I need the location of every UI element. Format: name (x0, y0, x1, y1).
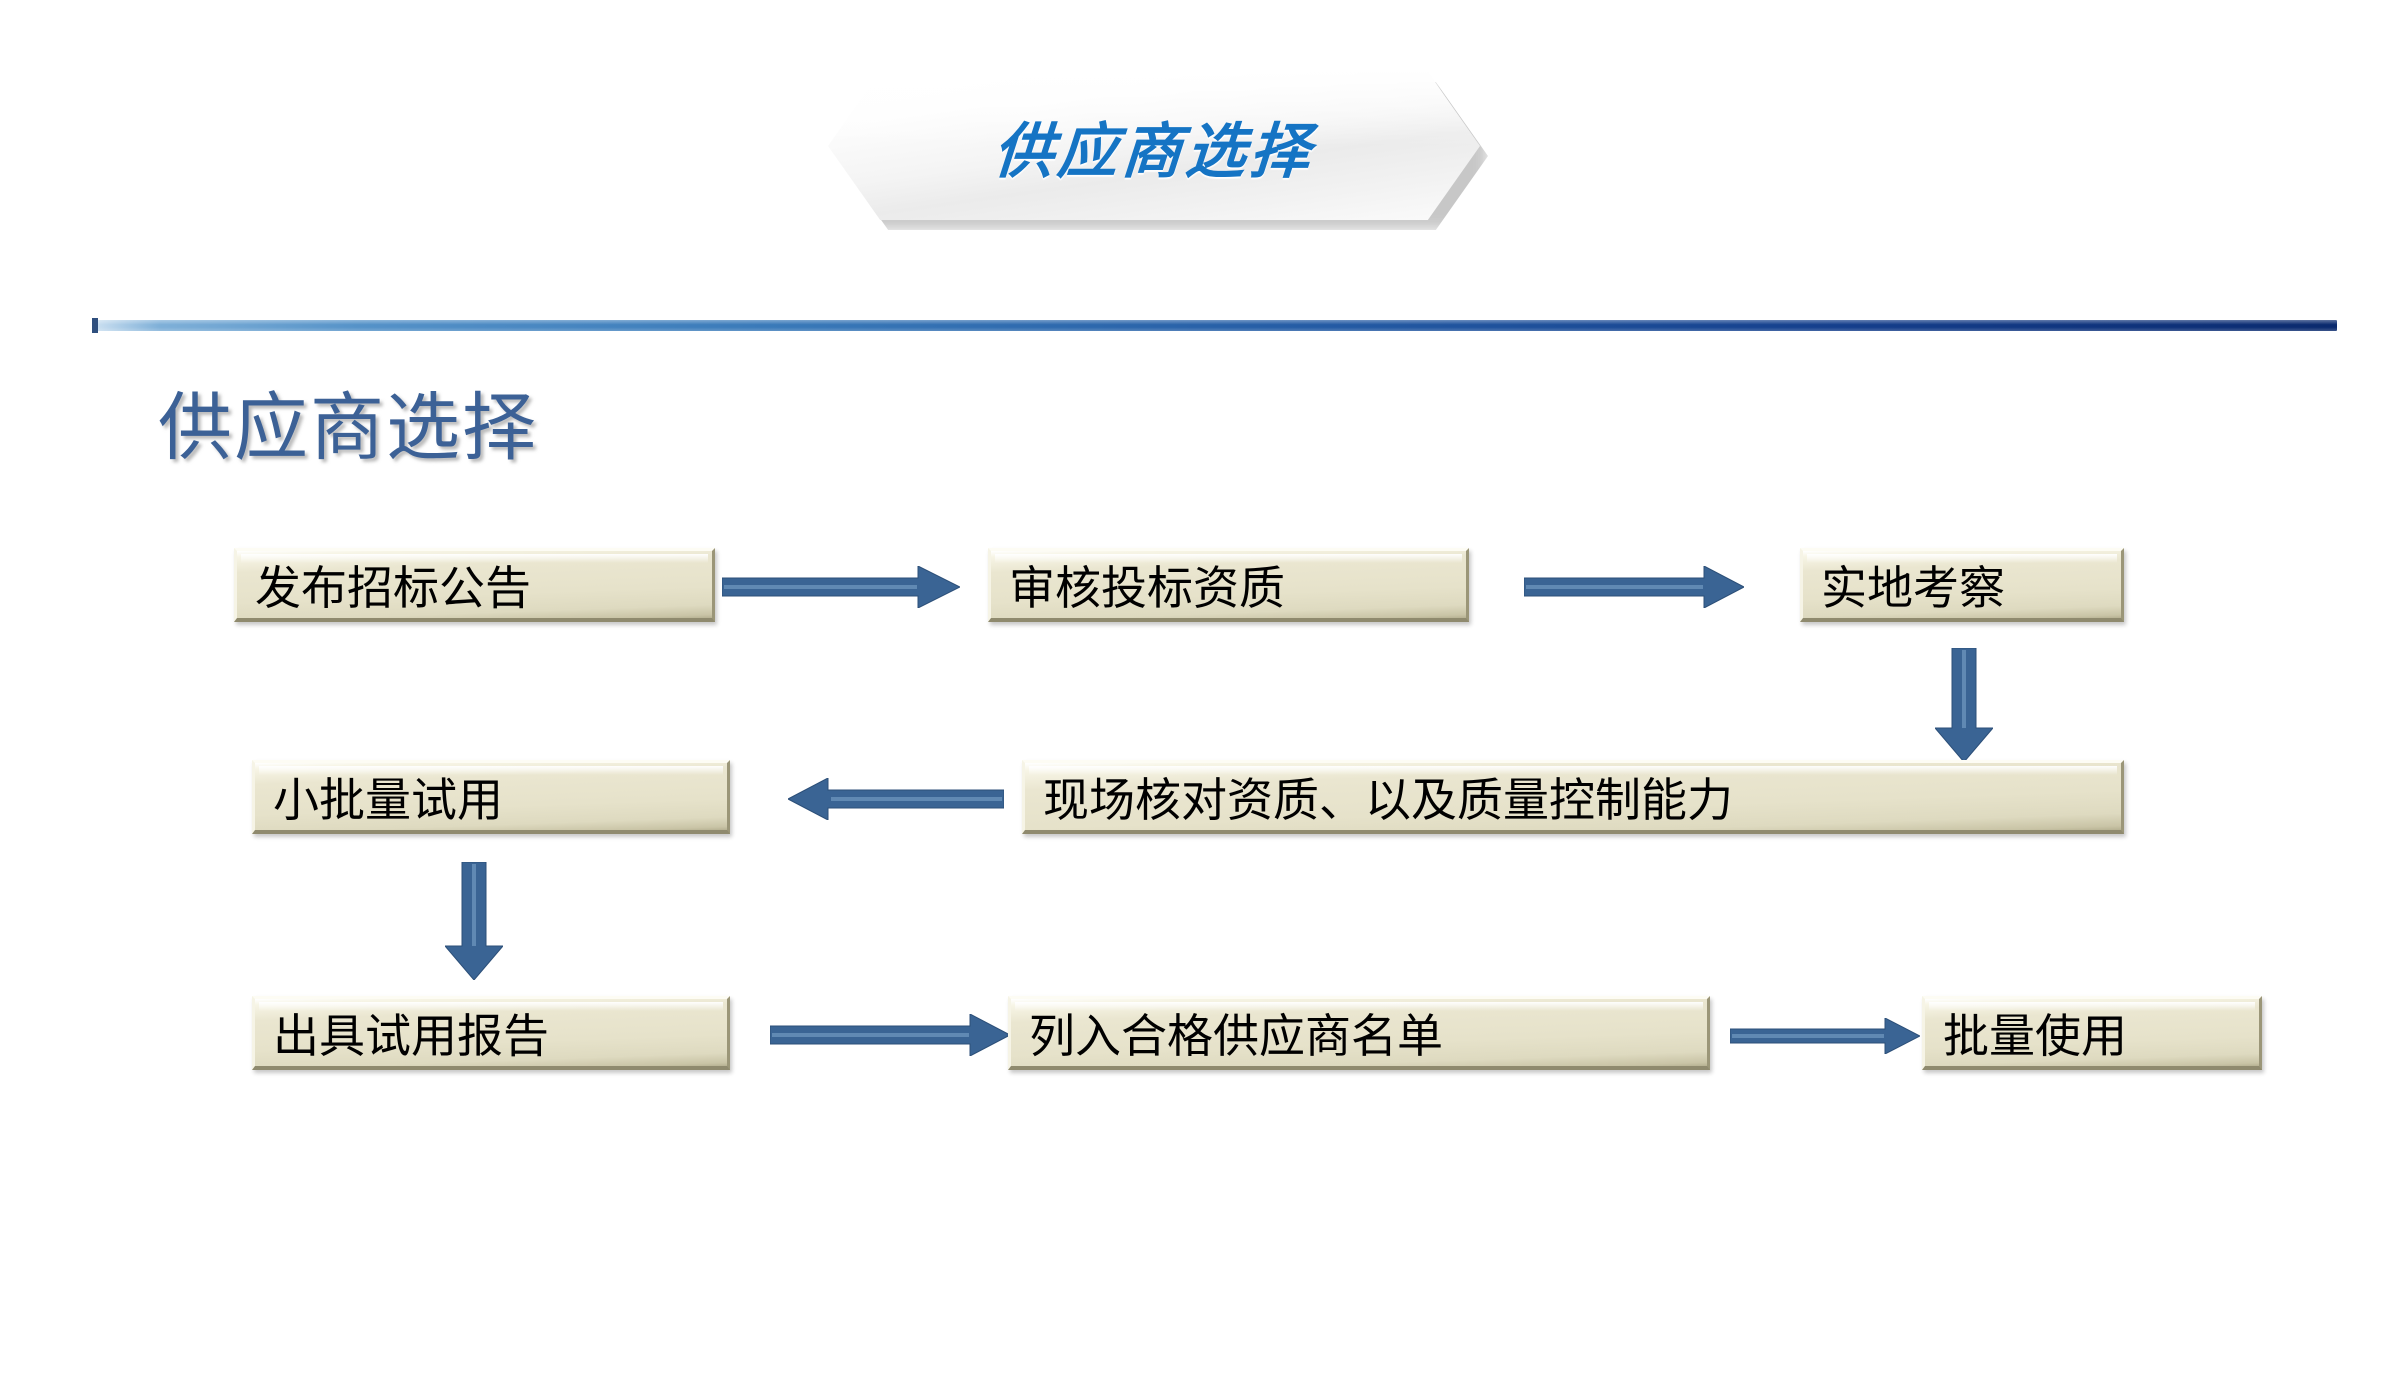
header-banner: 供应商选择 (828, 72, 1488, 230)
flow-box-label: 批量使用 (1943, 1009, 2127, 1062)
header-banner-title: 供应商选择 (991, 116, 1317, 187)
page-title: 供应商选择 (158, 386, 538, 469)
flow-box-small-batch-trial[interactable]: 小批量试用 (252, 760, 730, 834)
flow-box-add-to-approved-list[interactable]: 列入合格供应商名单 (1008, 996, 1710, 1070)
arrow-review-to-inspection (1524, 566, 1744, 608)
flow-box-site-inspection[interactable]: 实地考察 (1800, 548, 2124, 622)
flow-box-label: 实地考察 (1821, 561, 2005, 614)
flow-box-review-bid-qualification[interactable]: 审核投标资质 (988, 548, 1469, 622)
flow-box-label: 现场核对资质、以及质量控制能力 (1043, 773, 1733, 826)
flow-box-issue-trial-report[interactable]: 出具试用报告 (252, 996, 730, 1070)
flow-box-label: 小批量试用 (273, 773, 503, 826)
arrow-report-to-list (770, 1014, 1010, 1056)
arrow-publish-to-review (722, 566, 960, 608)
header-banner-shape: 供应商选择 (828, 72, 1480, 220)
flow-box-label: 发布招标公告 (255, 561, 531, 614)
section-divider (92, 320, 2337, 331)
arrow-trial-to-report (445, 862, 503, 980)
flow-box-publish-tender-notice[interactable]: 发布招标公告 (234, 548, 715, 622)
flow-box-label: 出具试用报告 (273, 1009, 549, 1062)
arrow-list-to-massuse (1730, 1018, 1920, 1054)
flow-box-onsite-verify-quality[interactable]: 现场核对资质、以及质量控制能力 (1022, 760, 2124, 834)
flow-box-label: 审核投标资质 (1009, 561, 1285, 614)
arrow-verify-to-trial (788, 778, 1004, 820)
flow-box-mass-use[interactable]: 批量使用 (1922, 996, 2262, 1070)
flow-box-label: 列入合格供应商名单 (1029, 1009, 1443, 1062)
section-divider-left-cap (92, 318, 98, 333)
arrow-inspection-to-verify (1935, 648, 1993, 762)
